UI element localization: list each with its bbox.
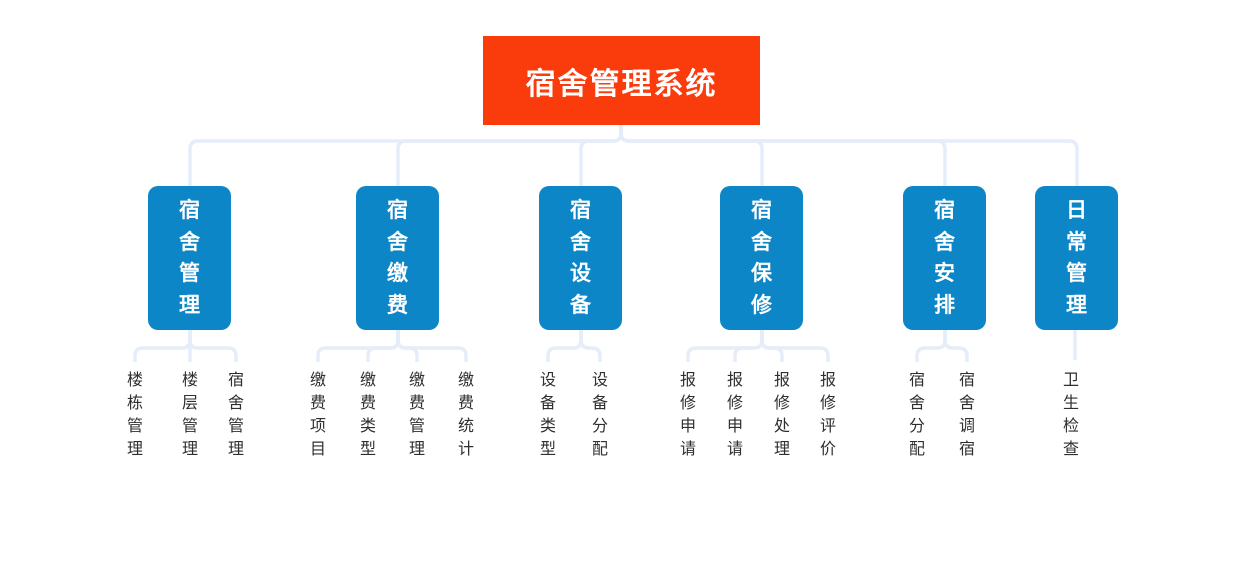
leaf-payment-types[interactable]: 缴费类型 — [359, 370, 376, 459]
connector-b3-leaf2 — [579, 330, 602, 362]
connector-b4-leaf1 — [686, 330, 764, 362]
connector-root-branch4 — [619, 125, 764, 186]
leaf-equipment-types[interactable]: 设备类型 — [539, 370, 556, 459]
branch-title: 宿舍缴费 — [387, 198, 408, 317]
root-title: 宿舍管理系统 — [525, 66, 718, 102]
branch-title: 日常管理 — [1066, 198, 1087, 317]
branch-title: 宿舍安排 — [934, 198, 955, 317]
leaf-hygiene-inspection[interactable]: 卫生检查 — [1062, 370, 1079, 459]
branch-title: 宿舍保修 — [751, 198, 772, 317]
connector-b3-leaf1 — [546, 330, 583, 362]
root-node[interactable]: 宿舍管理系统 — [483, 36, 760, 125]
leaf-payment-items[interactable]: 缴费项目 — [309, 370, 326, 459]
branch-title: 宿舍设备 — [570, 198, 591, 317]
branch-node-daily-management[interactable]: 日常管理 — [1035, 186, 1118, 330]
leaf-payment-management[interactable]: 缴费管理 — [408, 370, 425, 459]
connector-root-branch2 — [396, 125, 623, 186]
connector-b2-leaf2 — [366, 330, 400, 362]
branch-title: 宿舍管理 — [179, 198, 200, 317]
leaf-building-management[interactable]: 楼栋管理 — [126, 370, 143, 459]
connector-b5-leaf2 — [943, 330, 969, 362]
leaf-equipment-allocation[interactable]: 设备分配 — [591, 370, 608, 459]
leaf-dorm-management[interactable]: 宿舍管理 — [227, 370, 244, 459]
connector-root-branch5 — [619, 125, 947, 186]
connector-b2-leaf4 — [396, 330, 468, 362]
leaf-repair-request-2[interactable]: 报修申请 — [726, 370, 743, 459]
leaf-payment-statistics[interactable]: 缴费统计 — [457, 370, 474, 459]
branch-node-dorm-payment[interactable]: 宿舍缴费 — [356, 186, 439, 330]
connector-root-branch3 — [579, 125, 623, 186]
connector-b4-leaf4 — [760, 330, 830, 362]
connector-b1-leaf1 — [133, 330, 192, 362]
connector-b1-leaf3 — [188, 330, 238, 362]
connector-b4-leaf2 — [733, 330, 764, 362]
leaf-dorm-transfer[interactable]: 宿舍调宿 — [958, 370, 975, 459]
connector-root-branch6 — [619, 125, 1079, 186]
connector-b2-leaf1 — [316, 330, 400, 362]
leaf-dorm-allocation[interactable]: 宿舍分配 — [908, 370, 925, 459]
branch-node-dorm-arrangement[interactable]: 宿舍安排 — [903, 186, 986, 330]
branch-node-dorm-equipment[interactable]: 宿舍设备 — [539, 186, 622, 330]
leaf-repair-evaluation[interactable]: 报修评价 — [819, 370, 836, 459]
leaf-repair-request-1[interactable]: 报修申请 — [679, 370, 696, 459]
leaf-floor-management[interactable]: 楼层管理 — [181, 370, 198, 459]
connector-root-branch1 — [188, 125, 623, 186]
branch-node-dorm-repair[interactable]: 宿舍保修 — [720, 186, 803, 330]
connector-b5-leaf1 — [915, 330, 947, 362]
branch-node-dorm-management[interactable]: 宿舍管理 — [148, 186, 231, 330]
leaf-repair-handling[interactable]: 报修处理 — [773, 370, 790, 459]
